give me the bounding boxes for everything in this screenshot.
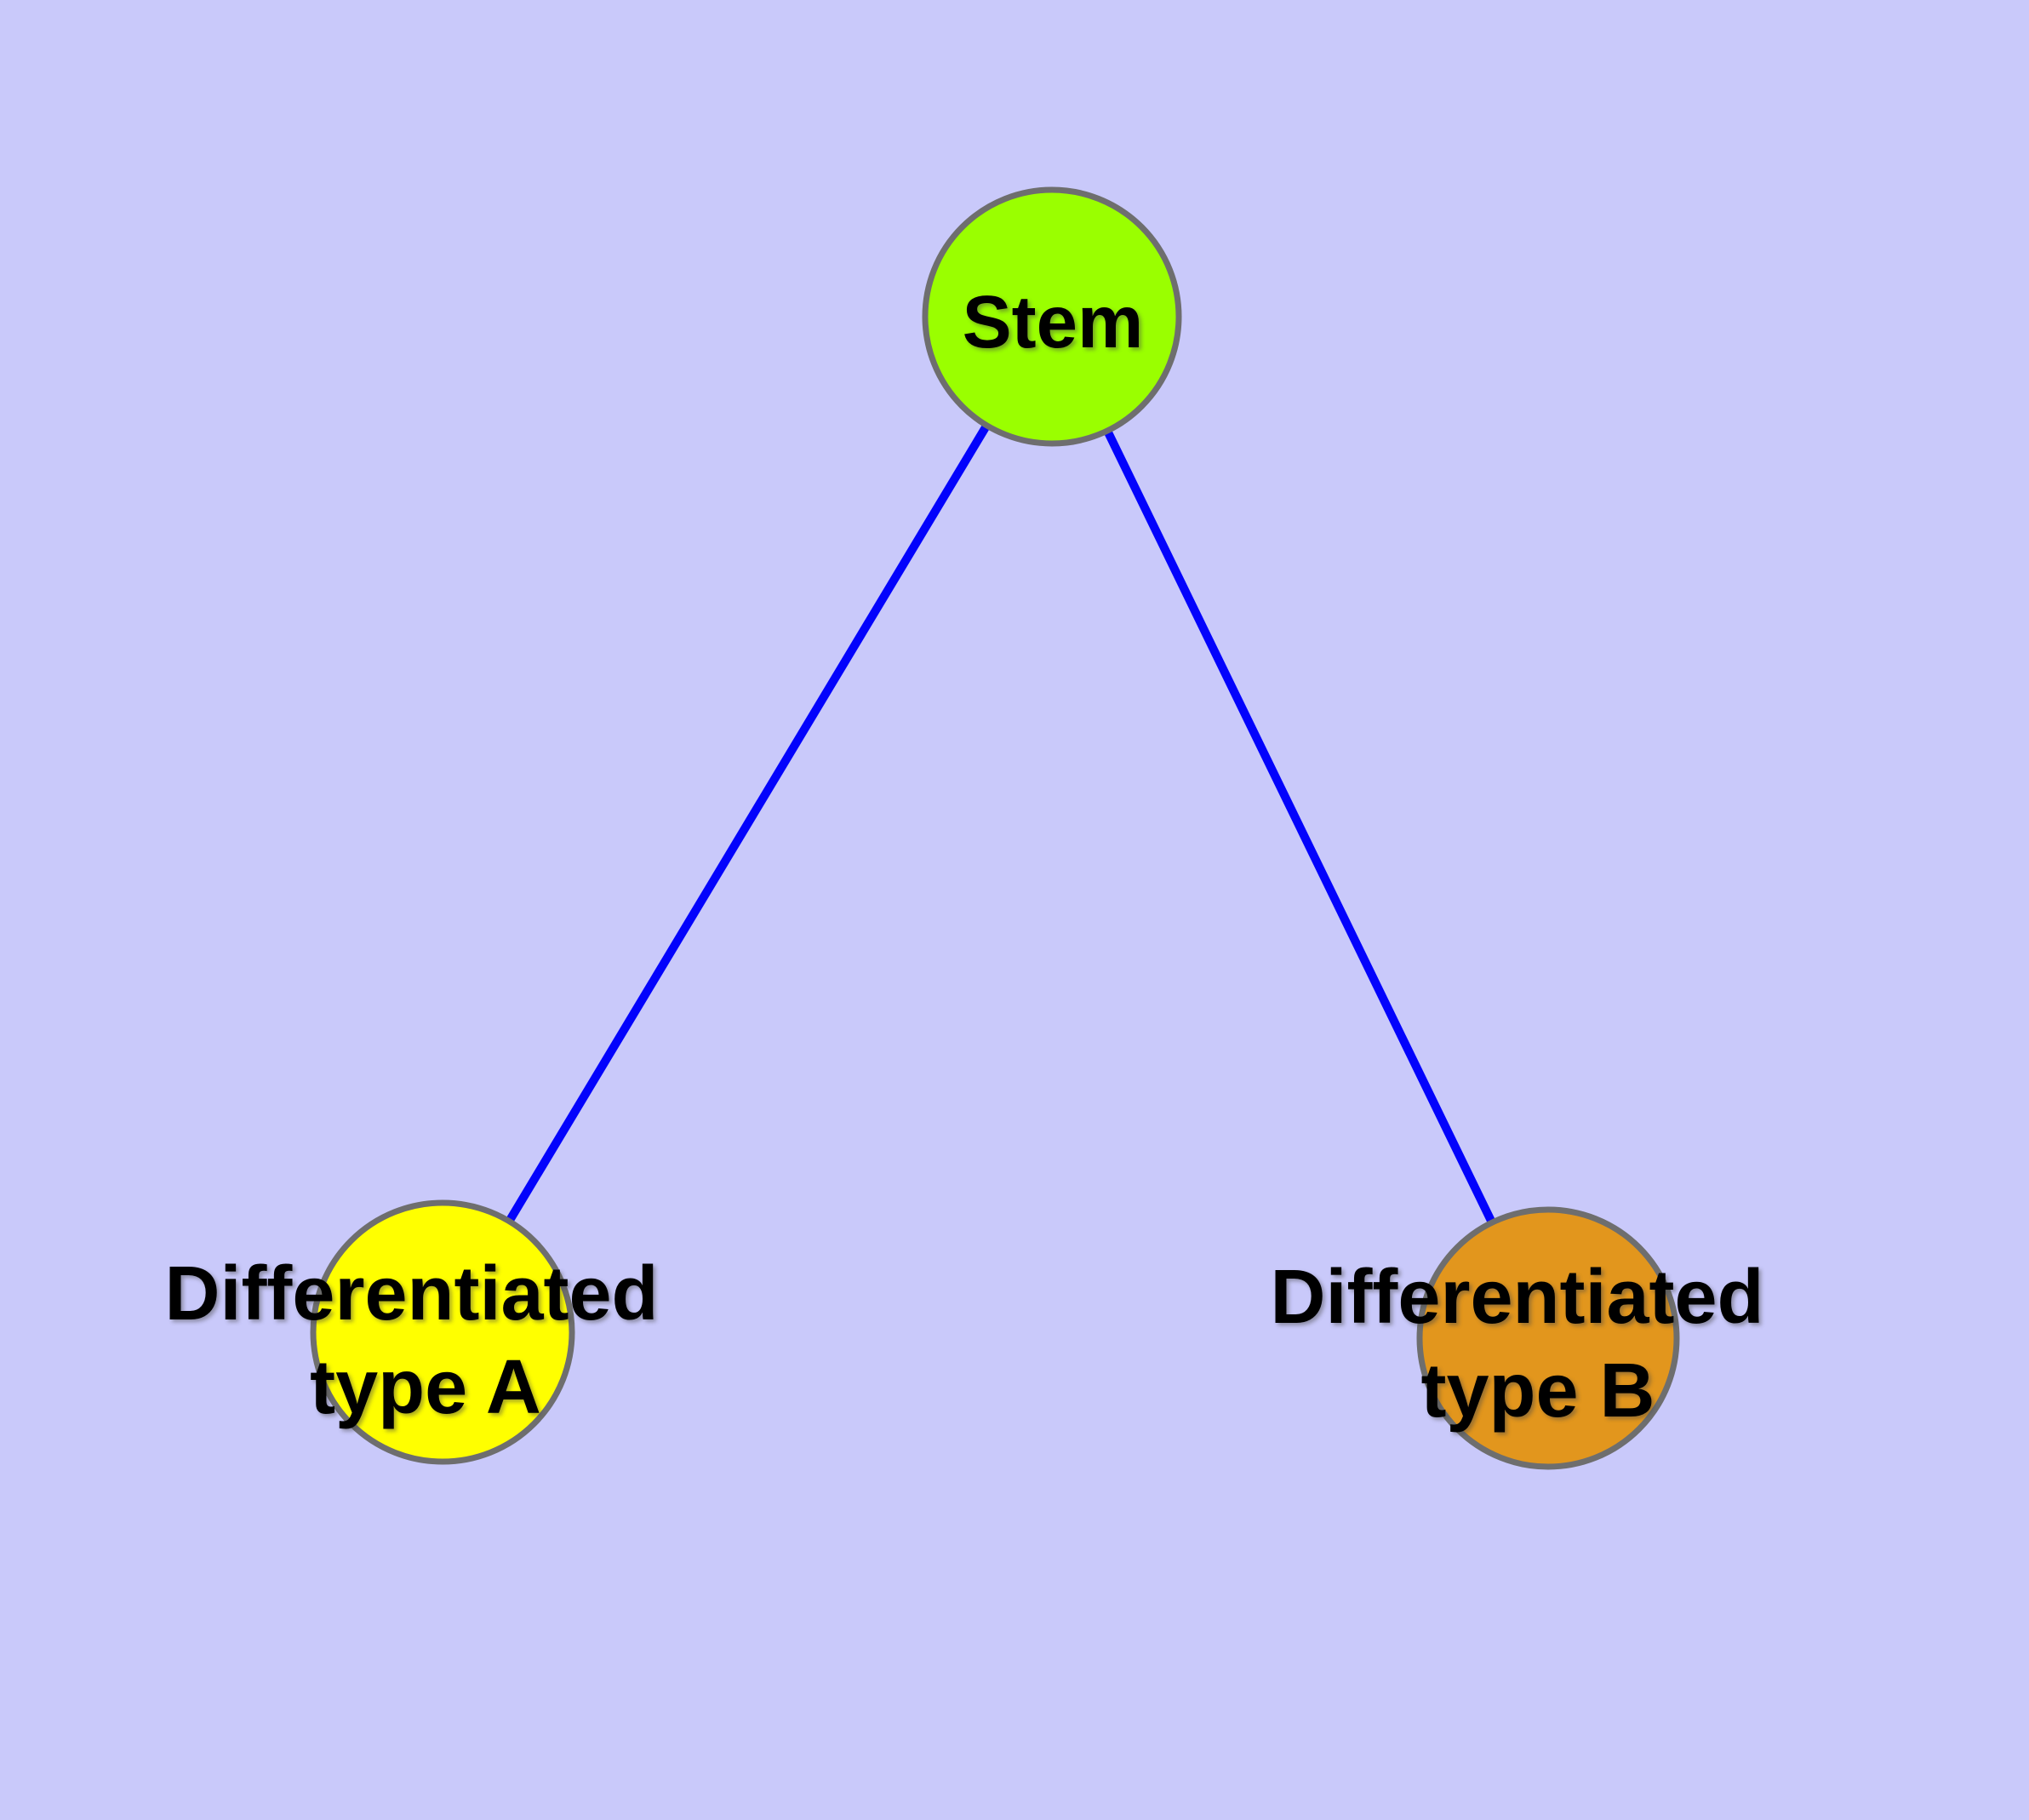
node-type-a-label-line-2: type A xyxy=(310,1345,541,1430)
node-type-a-label: Differentiated type A xyxy=(164,1251,679,1430)
edge-stem-to-type-a xyxy=(438,314,1056,1335)
node-type-b-circle xyxy=(1416,1206,1680,1470)
node-stem-label: Stem xyxy=(963,281,1144,363)
edge-stem-to-type-b xyxy=(1048,314,1552,1341)
node-type-b-label-line-1: Differentiated xyxy=(1270,1255,1763,1340)
edge-group xyxy=(438,314,1552,1341)
node-type-b-label-line-2: type B xyxy=(1420,1348,1655,1434)
node-type-b-label: Differentiated type B xyxy=(1270,1255,1785,1434)
node-type-a-label-line-1: Differentiated xyxy=(164,1251,658,1336)
node-type-a-circle xyxy=(310,1199,575,1465)
node-stem: Stem xyxy=(922,186,1182,447)
node-stem-circle xyxy=(922,186,1182,447)
node-differentiated-type-b: Differentiated type B xyxy=(1270,1206,1785,1470)
node-differentiated-type-a: Differentiated type A xyxy=(164,1199,679,1465)
